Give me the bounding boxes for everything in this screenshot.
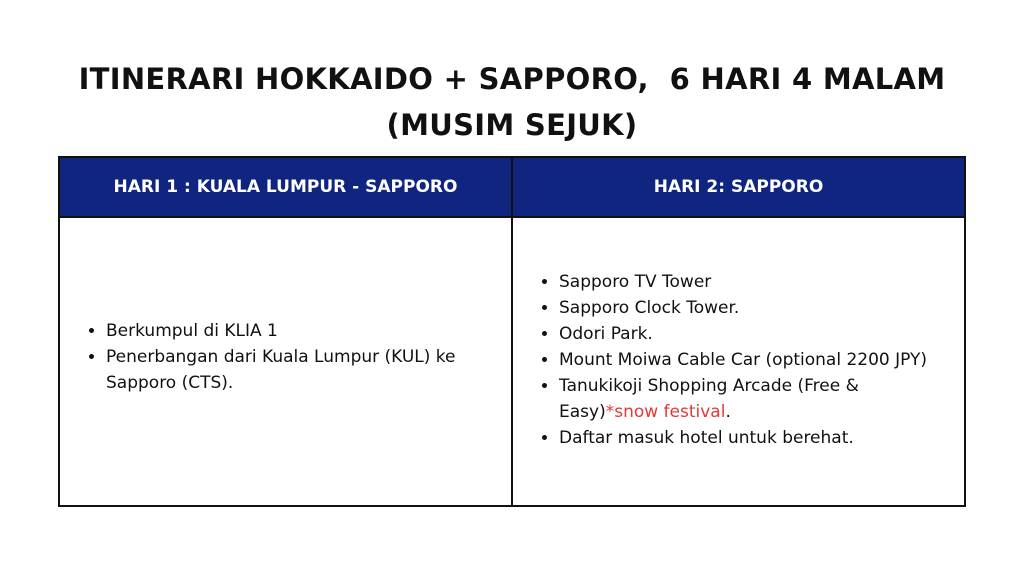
day2-header: HARI 2: SAPPORO xyxy=(511,156,966,218)
day2-cell: Sapporo TV Tower Sapporo Clock Tower. Od… xyxy=(511,216,966,507)
itinerary-table: HARI 1 : KUALA LUMPUR - SAPPORO HARI 2: … xyxy=(58,156,966,507)
list-item: Odori Park. xyxy=(559,321,944,347)
list-item-text: Tanukikoji Shopping Arcade (Free & Easy) xyxy=(559,375,859,422)
list-item: Mount Moiwa Cable Car (optional 2200 JPY… xyxy=(559,347,944,373)
list-item: Sapporo Clock Tower. xyxy=(559,295,944,321)
highlight-suffix: . xyxy=(725,401,731,422)
day1-list: Berkumpul di KLIA 1 Penerbangan dari Kua… xyxy=(86,318,491,396)
day1-header: HARI 1 : KUALA LUMPUR - SAPPORO xyxy=(58,156,513,218)
day1-cell: Berkumpul di KLIA 1 Penerbangan dari Kua… xyxy=(58,216,513,507)
list-item: Tanukikoji Shopping Arcade (Free & Easy)… xyxy=(559,373,944,425)
list-item: Berkumpul di KLIA 1 xyxy=(106,318,491,344)
list-item: Sapporo TV Tower xyxy=(559,269,944,295)
title-line-1: ITINERARI HOKKAIDO + SAPPORO, 6 HARI 4 M… xyxy=(78,62,946,96)
list-item: Penerbangan dari Kuala Lumpur (KUL) ke S… xyxy=(106,344,491,396)
title-line-2: (MUSIM SEJUK) xyxy=(386,108,638,142)
day2-list: Sapporo TV Tower Sapporo Clock Tower. Od… xyxy=(539,269,944,451)
list-item: Daftar masuk hotel untuk berehat. xyxy=(559,425,944,451)
snow-festival-highlight: *snow festival xyxy=(605,401,726,422)
page-title: ITINERARI HOKKAIDO + SAPPORO, 6 HARI 4 M… xyxy=(0,56,1024,148)
